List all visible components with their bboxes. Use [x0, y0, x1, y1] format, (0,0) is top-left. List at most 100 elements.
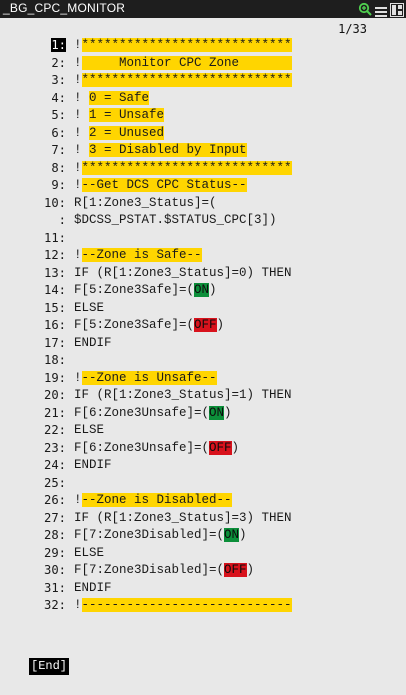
code-text: ELSE — [74, 423, 105, 437]
line-position-indicator: 1/33 — [338, 22, 367, 36]
line-number: 5: — [0, 108, 66, 122]
code-text: ! — [74, 90, 90, 105]
program-line[interactable]: 13:IF (R[1:Zone3_Status]=0) THEN — [0, 265, 406, 283]
line-code: ENDIF — [74, 581, 112, 595]
line-code: R[1:Zone3_Status]=( — [74, 196, 217, 210]
code-text: ENDIF — [74, 458, 112, 472]
line-code: ELSE — [74, 546, 104, 560]
line-code: IF (R[1:Zone3_Status]=3) THEN — [74, 511, 292, 525]
program-line[interactable]: 17: ENDIF — [0, 335, 406, 353]
line-code: F[6:Zone3Unsafe]=(OFF) — [74, 440, 239, 455]
code-text: ) — [239, 528, 247, 542]
line-number: 31: — [0, 581, 66, 595]
code-text: ! — [74, 55, 82, 70]
program-line[interactable]: 14: F[5:Zone3Safe]=(ON) — [0, 282, 406, 300]
code-text: IF (R[1:Zone3_Status]=1) THEN — [74, 388, 292, 402]
program-line[interactable]: 31: ENDIF — [0, 580, 406, 598]
line-number: 14: — [0, 283, 66, 297]
line-number-text: 17: — [43, 335, 66, 350]
line-number-text: : — [58, 213, 66, 227]
line-code: !--Zone is Disabled-- — [74, 493, 232, 507]
line-code: F[7:Zone3Disabled]=(OFF) — [74, 563, 254, 577]
program-line[interactable]: 15:ELSE — [0, 300, 406, 318]
line-number: 7: — [0, 143, 66, 157]
line-number: 13: — [0, 266, 66, 280]
program-line[interactable]: 32:!---------------------------- — [0, 597, 406, 615]
line-number: 25: — [0, 476, 66, 490]
line-code: $DCSS_PSTAT.$STATUS_CPC[3]) — [74, 213, 277, 227]
program-line[interactable]: 12:!--Zone is Safe-- — [0, 247, 406, 265]
program-line[interactable]: : $DCSS_PSTAT.$STATUS_CPC[3]) — [0, 212, 406, 230]
program-line[interactable]: 9: !--Get DCS CPC Status-- — [0, 177, 406, 195]
program-line[interactable]: 10:R[1:Zone3_Status]=( — [0, 195, 406, 213]
line-code: !--Zone is Unsafe-- — [74, 370, 217, 385]
program-line[interactable]: 30:F[7:Zone3Disabled]=(OFF) — [0, 562, 406, 580]
program-line[interactable]: 19: !--Zone is Unsafe-- — [0, 370, 406, 388]
program-line[interactable]: 28:F[7:Zone3Disabled]=(ON) — [0, 527, 406, 545]
line-code: ! 2 = Unused — [74, 125, 165, 140]
program-line[interactable]: 16:F[5:Zone3Safe]=(OFF) — [0, 317, 406, 335]
program-line[interactable]: 4:! 0 = Safe — [0, 90, 406, 108]
code-text: ! — [74, 143, 90, 157]
program-line[interactable]: 24: ENDIF — [0, 457, 406, 475]
comment-highlight: 2 = Unused — [89, 125, 165, 140]
line-code: !**************************** — [74, 160, 292, 175]
program-line[interactable]: 25: — [0, 475, 406, 493]
line-number: 23: — [0, 441, 66, 455]
code-text: R[1:Zone3_Status]=( — [74, 195, 217, 210]
program-line[interactable]: 23: F[6:Zone3Unsafe]=(OFF) — [0, 440, 406, 458]
program-line[interactable]: 6: ! 2 = Unused — [0, 125, 406, 143]
line-number: 19: — [0, 371, 66, 385]
end-marker[interactable]: [End] — [29, 658, 70, 675]
line-number-text: 32: — [43, 598, 66, 612]
program-line[interactable]: 22: ELSE — [0, 422, 406, 440]
line-code: ! 1 = Unsafe — [74, 108, 165, 122]
comment-highlight: 0 = Safe — [89, 90, 150, 105]
program-line[interactable]: 2:! Monitor CPC Zone — [0, 55, 406, 73]
line-number-text: 21: — [43, 405, 66, 420]
split-window-icon[interactable] — [390, 2, 404, 17]
line-number: 29: — [0, 546, 66, 560]
line-number: 27: — [0, 511, 66, 525]
line-number: 32: — [0, 598, 66, 612]
title-bar: _BG_CPC_MONITOR — [0, 0, 406, 18]
code-text: F[5:Zone3Safe]=( — [74, 318, 195, 332]
comment-highlight: Monitor CPC Zone — [81, 55, 292, 70]
line-number: 17: — [0, 336, 66, 350]
line-number: 22: — [0, 423, 66, 437]
line-number-text: 5: — [51, 108, 66, 122]
comment-highlight: --Get DCS CPC Status-- — [81, 178, 247, 192]
program-line[interactable]: 21:F[6:Zone3Unsafe]=(ON) — [0, 405, 406, 423]
line-number: 9: — [0, 178, 66, 192]
program-line[interactable]: 27: IF (R[1:Zone3_Status]=3) THEN — [0, 510, 406, 528]
program-line[interactable]: 26:!--Zone is Disabled-- — [0, 492, 406, 510]
program-line[interactable]: 1:!**************************** — [0, 37, 406, 55]
line-number: 18: — [0, 353, 66, 367]
line-number-text: 16: — [43, 318, 66, 332]
code-text: ENDIF — [74, 580, 112, 595]
line-code: !--Get DCS CPC Status-- — [74, 178, 247, 192]
line-code: ELSE — [74, 301, 104, 315]
line-code: ! Monitor CPC Zone — [74, 55, 292, 70]
line-number: 12: — [0, 248, 66, 262]
program-line[interactable]: 20:IF (R[1:Zone3_Status]=1) THEN — [0, 387, 406, 405]
comment-highlight: **************************** — [81, 160, 292, 175]
program-line[interactable]: 18: — [0, 352, 406, 370]
zoom-icon[interactable] — [358, 2, 372, 16]
program-line[interactable]: 7:! 3 = Disabled by Input — [0, 142, 406, 160]
program-line[interactable]: 11: — [0, 230, 406, 248]
line-code: ENDIF — [74, 336, 112, 350]
program-line[interactable]: 8:!**************************** — [0, 160, 406, 178]
line-number: 2: — [0, 56, 66, 70]
program-line[interactable]: 29: ELSE — [0, 545, 406, 563]
menu-icon[interactable] — [375, 3, 387, 17]
line-code: F[5:Zone3Safe]=(ON) — [74, 283, 217, 297]
line-number-text: 18: — [43, 353, 66, 367]
comment-highlight: --Zone is Unsafe-- — [81, 370, 217, 385]
line-number-text: 24: — [43, 458, 66, 472]
line-number-text: 6: — [51, 125, 66, 140]
line-number-text: 27: — [43, 510, 66, 525]
line-number-text: 9: — [51, 178, 66, 192]
program-line[interactable]: 3:!**************************** — [0, 72, 406, 90]
program-line[interactable]: 5: ! 1 = Unsafe — [0, 107, 406, 125]
